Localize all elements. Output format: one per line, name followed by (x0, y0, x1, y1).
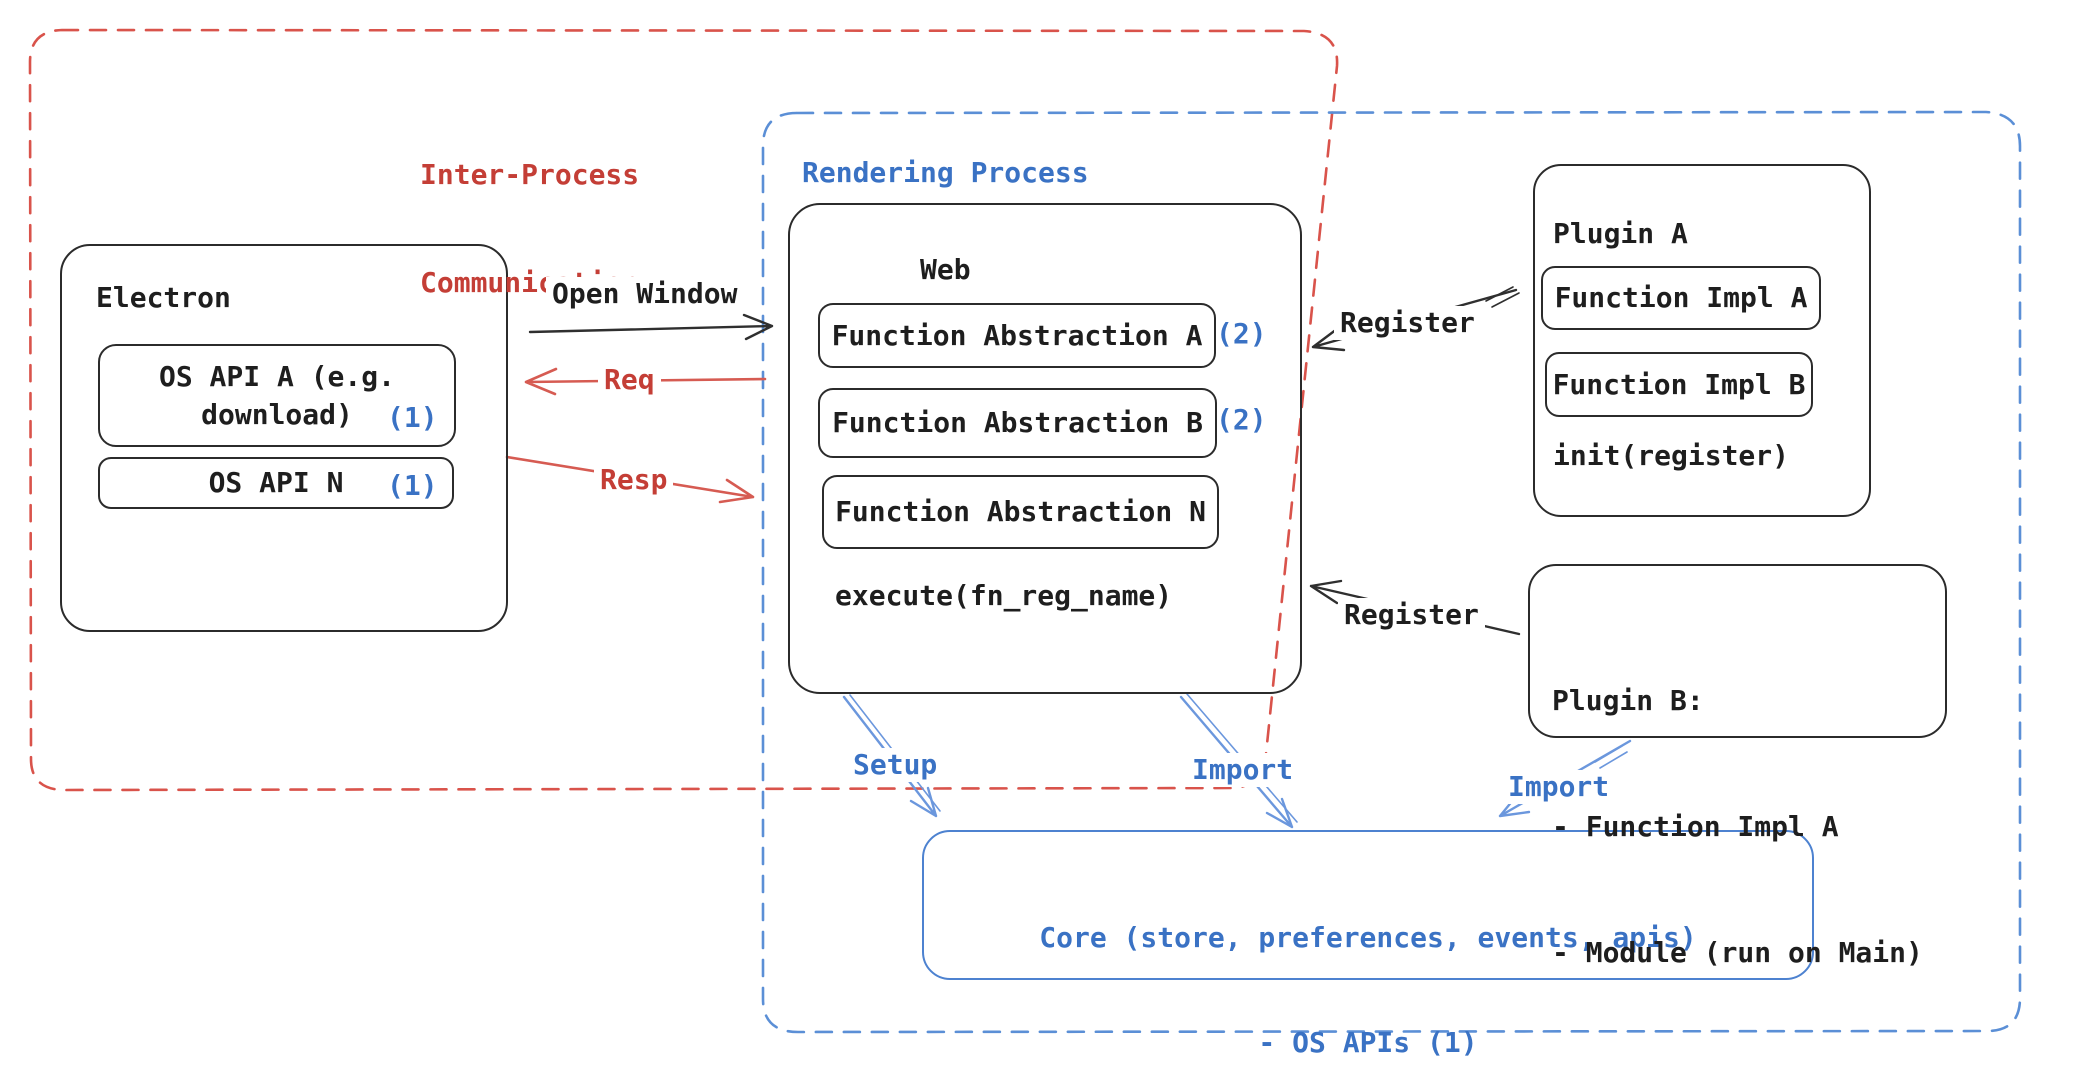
function-abstraction-a-label: Function Abstraction A (831, 318, 1203, 352)
execute-text: execute(fn_reg_name) (835, 579, 1173, 612)
plugin-b-box (1528, 564, 1947, 738)
ipc-label-line1: Inter-Process (420, 158, 640, 191)
req-label: Req (598, 363, 661, 397)
ipc-boundary (28, 28, 1339, 792)
plugin-b-content: Plugin B: - Function Impl A - Module (ru… (1552, 596, 1923, 1058)
resp-label: Resp (594, 463, 674, 497)
plugin-b-item2: - Module (run on Main) (1552, 936, 1923, 969)
function-impl-b-box: Function Impl B (1545, 352, 1813, 417)
function-abstraction-b-label: Function Abstraction B (832, 406, 1203, 439)
plugin-b-title: Plugin B: (1552, 684, 1704, 717)
core-box: Core (store, preferences, events, apis) … (922, 830, 1814, 1059)
electron-box (60, 244, 508, 632)
core-line2: - OS APIs (1) (1258, 1026, 1478, 1059)
init-register-text: init(register) (1553, 439, 1790, 472)
os-api-a-marker: (1) (387, 401, 438, 434)
open-window-label: Open Window (546, 277, 744, 311)
os-api-a-box: OS API A (e.g. download) (1) (98, 344, 456, 447)
function-abstraction-a-marker: (2) (1216, 317, 1267, 350)
electron-title: Electron (96, 281, 231, 314)
rendering-boundary (761, 110, 2022, 1034)
setup-label: Setup (847, 748, 944, 782)
plugin-b-item1: - Function Impl A (1552, 810, 1839, 843)
function-impl-a-box: Function Impl A (1541, 266, 1821, 330)
ipc-label: Inter-Process Communication (420, 85, 639, 373)
os-api-n-box: OS API N (1) (98, 457, 454, 509)
function-abstraction-n-label: Function Abstraction N (835, 495, 1206, 528)
rendering-process-label: Rendering Process (802, 156, 1089, 189)
core-content: Core (store, preferences, events, apis) … (924, 850, 1812, 1066)
function-abstraction-a-box: Function Abstraction A (818, 303, 1216, 368)
os-api-a-line2: download) (201, 397, 353, 431)
function-abstraction-b-marker: (2) (1216, 403, 1267, 436)
web-title: Web (920, 253, 971, 286)
register-b-label: Register (1338, 598, 1485, 632)
function-impl-a-label: Function Impl A (1554, 281, 1808, 314)
os-api-a-line1: OS API A (e.g. (158, 359, 395, 393)
function-abstraction-n-box: Function Abstraction N (822, 475, 1219, 549)
import-plugin-label: Import (1502, 770, 1616, 804)
register-a-label: Register (1334, 306, 1481, 340)
os-api-n-marker: (1) (387, 469, 438, 502)
os-api-n-label: OS API N (208, 466, 344, 499)
core-line1: Core (store, preferences, events, apis) (1039, 921, 1697, 954)
plugin-a-box (1533, 164, 1871, 517)
open-window-arrow (528, 313, 774, 341)
function-impl-b-label: Function Impl B (1552, 367, 1806, 401)
web-box (788, 203, 1302, 694)
import-web-label: Import (1186, 753, 1300, 787)
plugin-a-title: Plugin A (1553, 217, 1688, 250)
function-abstraction-b-box: Function Abstraction B (818, 388, 1217, 458)
